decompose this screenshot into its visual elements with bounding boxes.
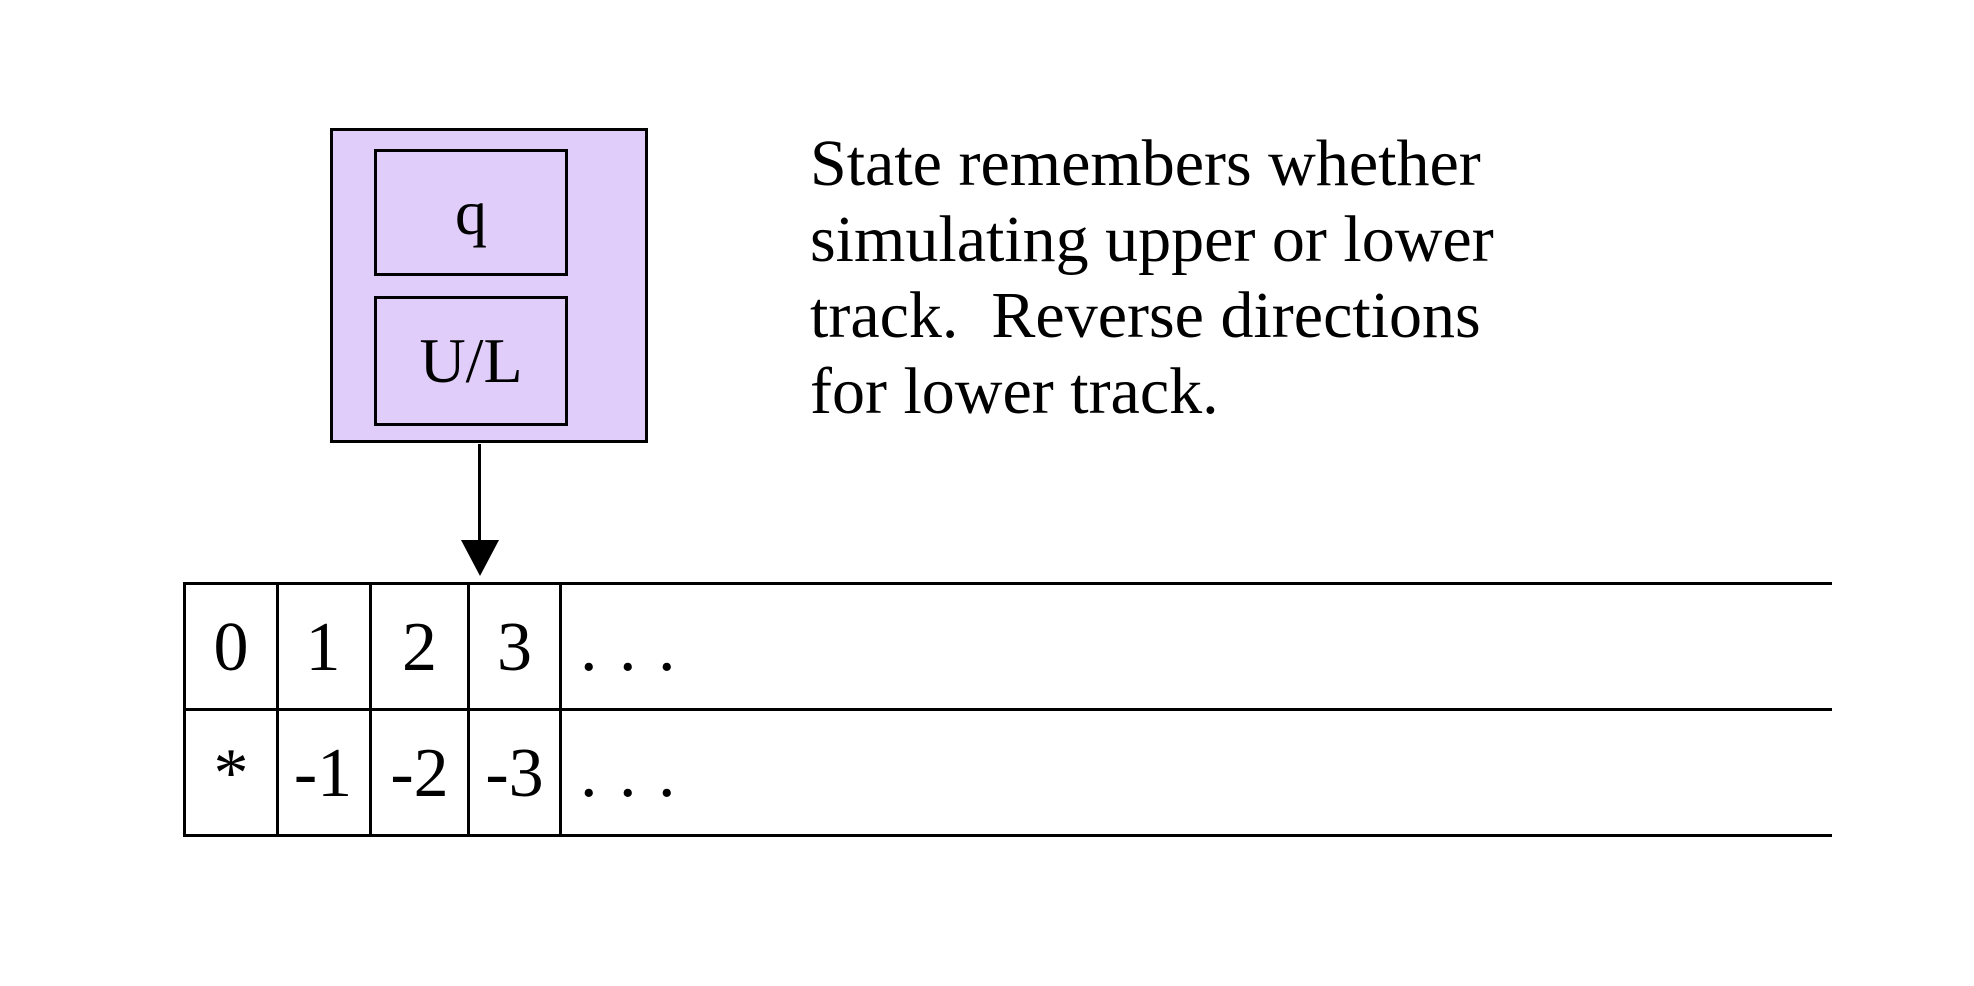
state-register-label: q <box>455 176 487 248</box>
tape-cell-upper-1: 1 <box>305 609 341 686</box>
tape-cell-lower-0: * <box>213 735 249 812</box>
tape-cell-lower-1: -1 <box>293 735 353 812</box>
tape-bottom-line <box>183 834 1832 837</box>
annotation-text: State remembers whether simulating upper… <box>810 127 1494 428</box>
track-register-label: U/L <box>419 325 523 396</box>
head-arrow-line <box>478 444 481 542</box>
tape-cell-divider-2 <box>369 582 372 837</box>
state-box: q U/L <box>330 128 648 443</box>
tape-cell-divider-1 <box>276 582 279 837</box>
tape-cell-lower-3: -3 <box>485 735 544 812</box>
tape-cell-upper-2: 2 <box>402 609 437 686</box>
tape-top-line <box>183 582 1832 585</box>
tape-cell-divider-3 <box>467 582 470 837</box>
tape-middle-line <box>183 708 1832 711</box>
tape-cell-divider-4 <box>559 582 562 837</box>
tape-left-edge <box>183 582 186 837</box>
tape-upper-ellipsis: . . . <box>580 609 678 686</box>
state-register-box: q <box>374 149 568 276</box>
tape-lower-ellipsis: . . . <box>580 735 678 812</box>
arrow-down-icon <box>461 540 499 576</box>
tape-cell-upper-0: 0 <box>213 609 249 686</box>
track-register-box: U/L <box>374 296 568 426</box>
tape-cell-lower-2: -2 <box>390 735 449 812</box>
tape-cell-upper-3: 3 <box>497 609 532 686</box>
